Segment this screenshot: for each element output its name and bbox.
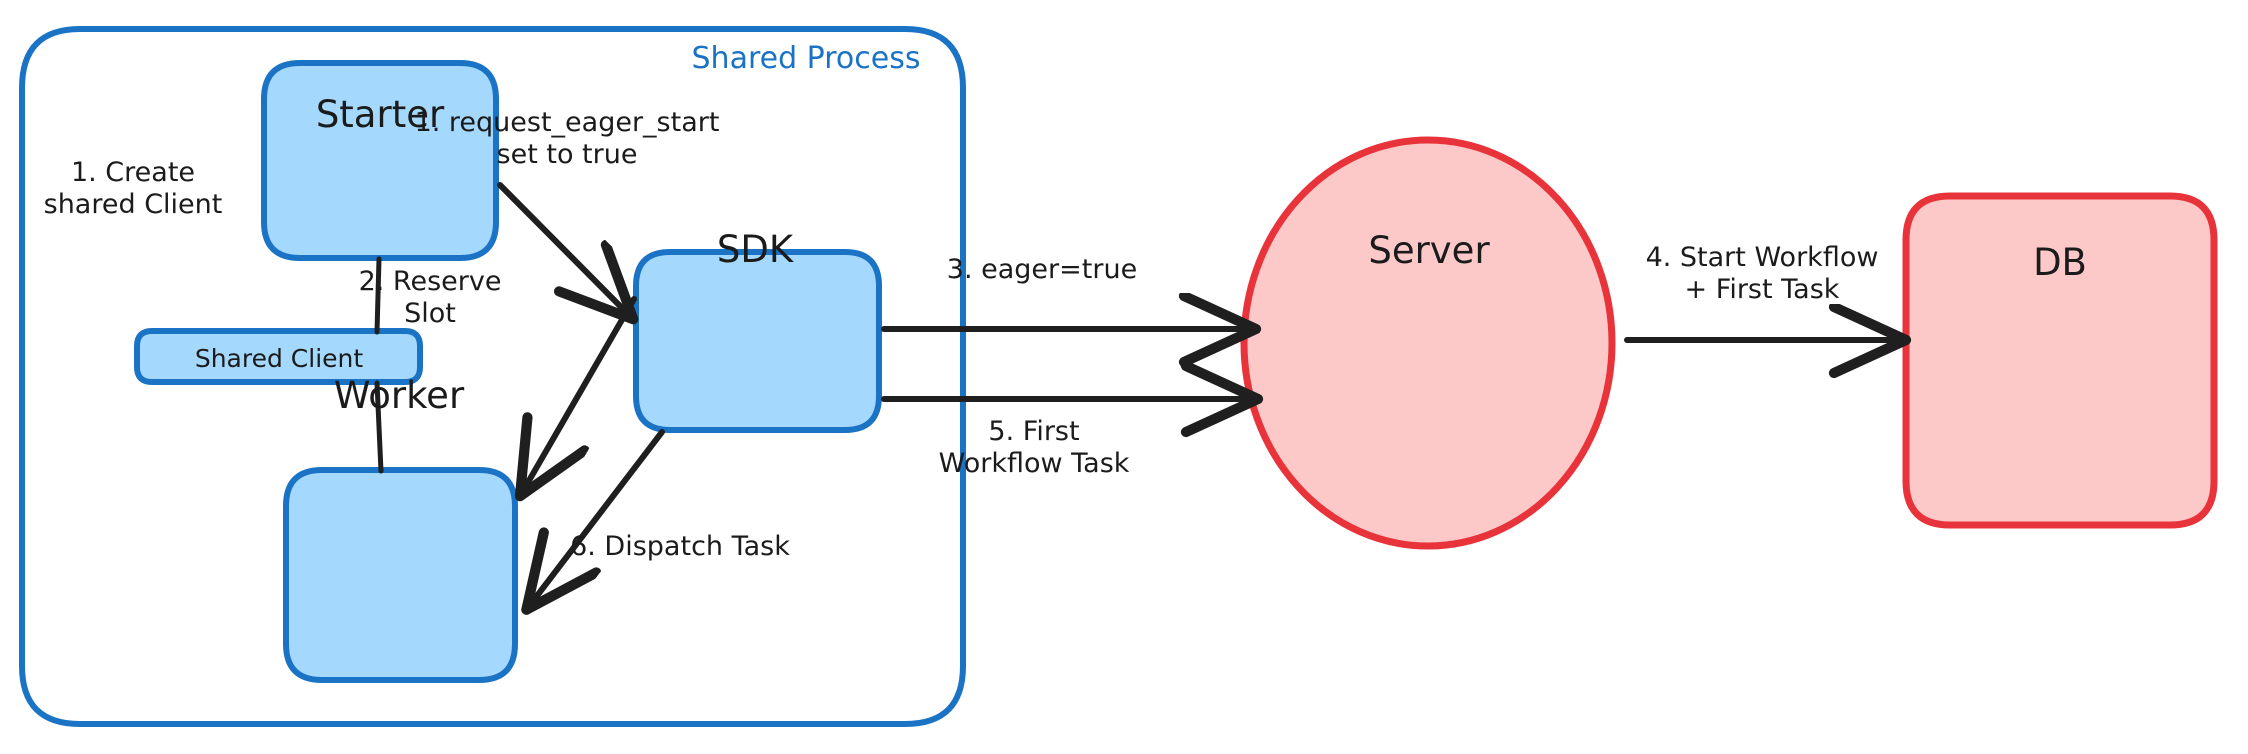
node-sdk-label: SDK: [717, 228, 795, 271]
edge-request-eager-start: [497, 182, 629, 315]
edge-reserve-slot: [523, 296, 637, 491]
edge-dispatch-task: [530, 429, 665, 605]
edge-label-eager-true: 3. eager=true: [947, 254, 1137, 285]
node-server-label: Server: [1368, 229, 1490, 272]
edge-label-request-eager-start-line2: set to true: [497, 139, 638, 170]
edge-label-reserve-slot-line2: Slot: [404, 298, 456, 329]
shared-process-container: [19, 26, 966, 727]
edge-label-create-shared-client-line1: 1. Create: [71, 157, 195, 188]
node-shared-client[interactable]: [134, 328, 423, 385]
edge-label-first-workflow-task-line1: 5. First: [988, 416, 1079, 447]
node-worker-label: Worker: [334, 374, 465, 417]
node-server[interactable]: [1240, 136, 1616, 550]
edge-label-dispatch-task: 6. Dispatch Task: [570, 531, 790, 562]
edge-label-first-workflow-task-line2: Workflow Task: [939, 448, 1130, 479]
edge-label-start-workflow-line1: 4. Start Workflow: [1646, 242, 1879, 273]
edge-label-start-workflow-line2: + First Task: [1685, 274, 1840, 305]
node-db-label: DB: [2033, 241, 2087, 284]
node-db[interactable]: [1902, 192, 2218, 529]
node-starter-label: Starter: [316, 93, 445, 136]
node-starter[interactable]: [261, 60, 499, 261]
node-shared-client-label: Shared Client: [195, 344, 364, 373]
edge-label-reserve-slot-line1: 2. Reserve: [359, 266, 502, 297]
shared-process-label: Shared Process: [692, 41, 921, 76]
edge-create-shared-client: [374, 256, 382, 335]
edge-shared-client-worker: [374, 380, 384, 474]
node-sdk[interactable]: [633, 249, 882, 433]
edge-label-request-eager-start-line1: 1. request_eager_start: [415, 107, 720, 138]
edge-label-create-shared-client-line2: shared Client: [44, 189, 223, 220]
node-worker[interactable]: [283, 467, 518, 683]
